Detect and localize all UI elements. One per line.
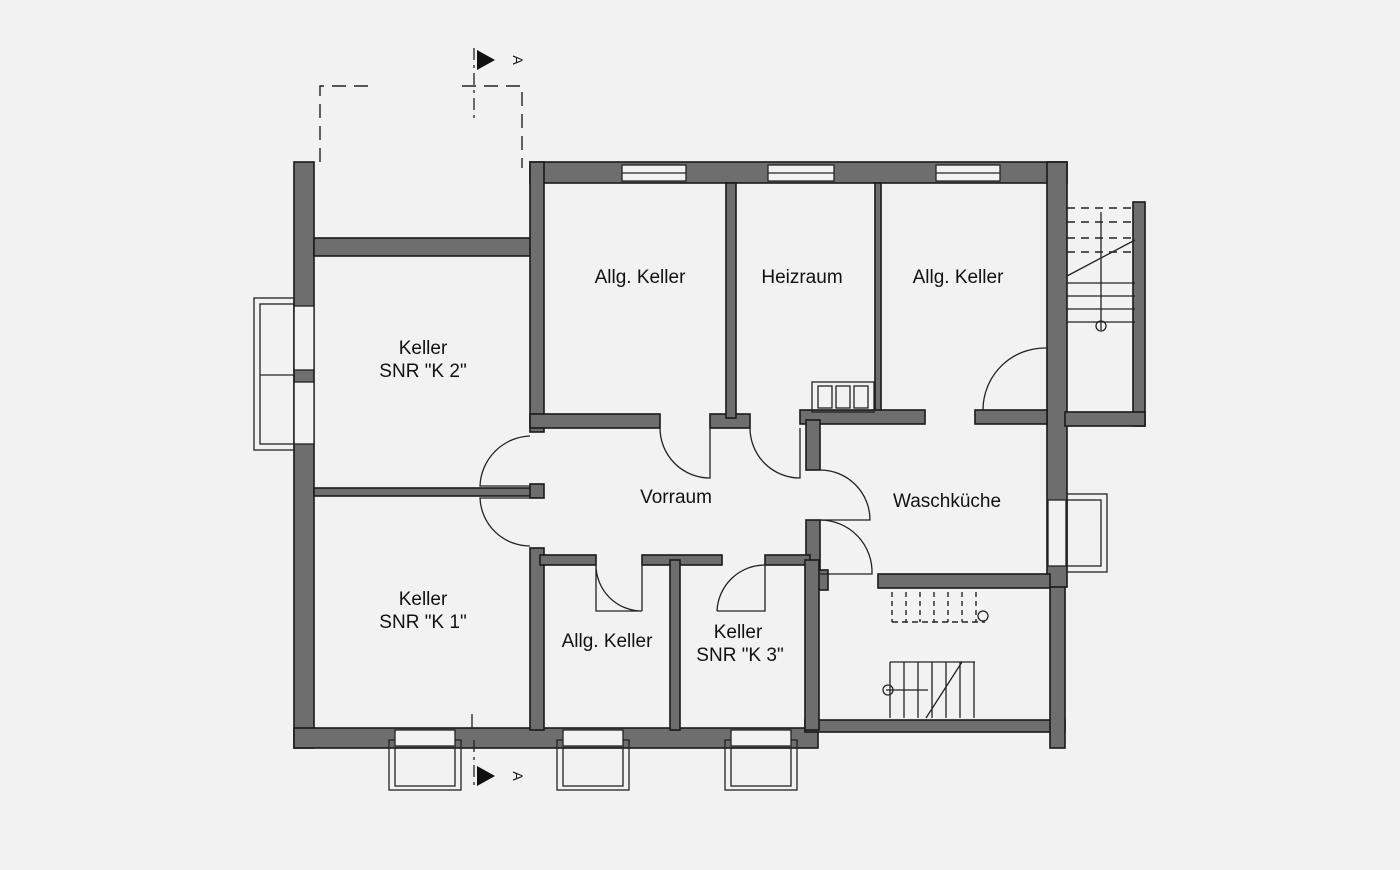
room-label-keller-k1-line1: Keller	[399, 589, 448, 610]
dashed-outline-top	[319, 85, 523, 168]
room-label-keller-k3-line1: Keller	[714, 622, 763, 643]
room-label-vorraum: Vorraum	[640, 487, 712, 508]
room-label-allg-keller-bottom: Allg. Keller	[562, 631, 653, 652]
section-marker-bottom: A	[473, 740, 526, 790]
walls	[293, 161, 1146, 749]
windows	[253, 164, 1108, 791]
doors	[471, 347, 1048, 728]
room-label-keller-k1-line2: SNR "K 1"	[379, 612, 466, 633]
exterior-stair	[1066, 207, 1136, 332]
room-label-keller-k2-line1: Keller	[399, 338, 448, 359]
section-marker-top: A	[473, 48, 526, 122]
room-label-waschkueche: Waschküche	[893, 491, 1001, 512]
room-label-allg-keller-top-left: Allg. Keller	[595, 267, 686, 288]
room-labels: Keller SNR "K 2" Keller SNR "K 1" Allg. …	[379, 267, 1004, 666]
room-label-allg-keller-top-right: Allg. Keller	[913, 267, 1004, 288]
section-label-top: A	[510, 55, 526, 65]
room-label-heizraum: Heizraum	[761, 267, 842, 288]
interior-stair	[882, 592, 989, 719]
section-label-bottom: A	[510, 771, 526, 781]
room-label-keller-k3-line2: SNR "K 3"	[696, 645, 783, 666]
room-label-keller-k2-line2: SNR "K 2"	[379, 361, 466, 382]
heating-unit	[811, 381, 875, 413]
